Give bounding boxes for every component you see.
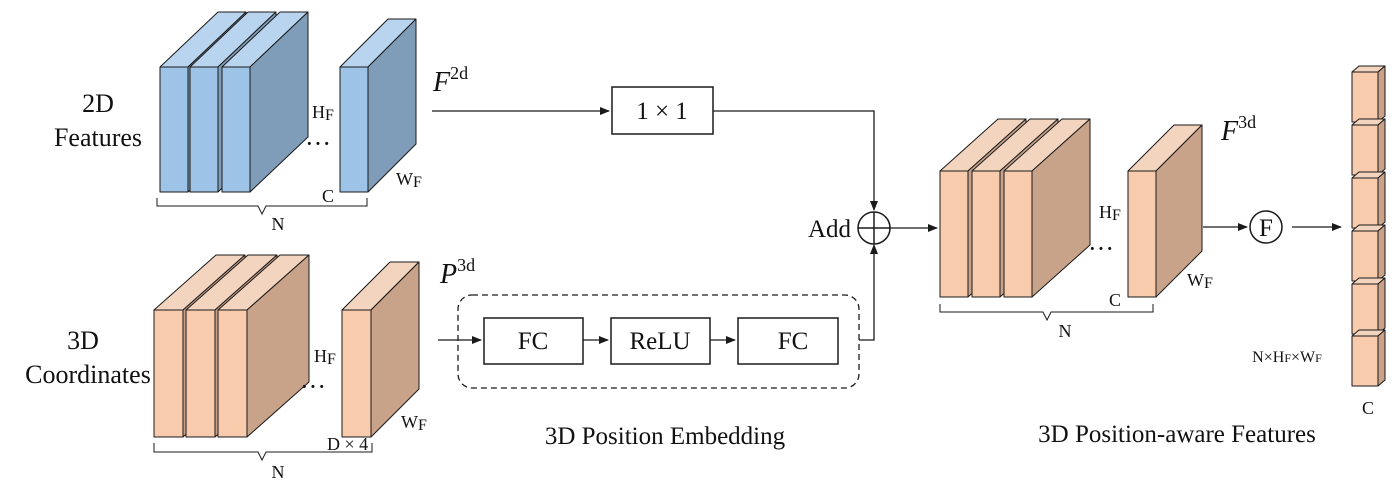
conv-branch: 1 × 1 bbox=[432, 86, 878, 211]
output-token-cube-front-face bbox=[1351, 71, 1379, 123]
flatten-block: F N×HF×WF C bbox=[1203, 65, 1386, 418]
features-2d-symbol: F2d bbox=[432, 63, 468, 98]
output-channel-label: C bbox=[1362, 398, 1374, 418]
features-3d-height-label: HF bbox=[1099, 202, 1121, 224]
embedding-caption: 3D Position Embedding bbox=[545, 423, 786, 450]
output-token-column bbox=[1351, 65, 1386, 387]
features-3d-slab-front-face bbox=[939, 170, 969, 298]
output-shape-label: N×HF×WF bbox=[1252, 349, 1322, 366]
coordinates-3d-brace bbox=[153, 443, 373, 462]
features-2d-block: 2D Features ··· HF WF C N F2d bbox=[54, 11, 468, 234]
features-2d-slab-front-face bbox=[159, 66, 189, 193]
features-2d-brace bbox=[156, 198, 368, 216]
flatten-label: F bbox=[1259, 215, 1273, 242]
output-token-cube-front-face bbox=[1351, 283, 1379, 335]
conv-1x1-box bbox=[611, 86, 714, 135]
arrow-conv-to-add bbox=[713, 110, 878, 211]
coordinates-3d-label-line2: Coordinates bbox=[25, 360, 151, 389]
output-token-cube bbox=[1351, 277, 1386, 335]
features-3d-symbol: F3d bbox=[1220, 112, 1256, 147]
features-3d-slab bbox=[1003, 118, 1091, 298]
relu-box bbox=[610, 317, 711, 365]
features-3d-width-label: WF bbox=[1187, 270, 1213, 292]
output-token-cube-side-face bbox=[1377, 171, 1386, 229]
features-3d-block: ··· HF WF C N F3d 3D Position-aware Feat… bbox=[939, 112, 1316, 448]
features-3d-brace bbox=[939, 304, 1154, 322]
features-2d-channel-label: C bbox=[322, 186, 334, 206]
coordinates-3d-slab-front-face bbox=[341, 309, 372, 438]
features-2d-slab-front-face bbox=[221, 66, 251, 193]
fc1-box bbox=[483, 317, 584, 365]
features-3d-ellipsis: ··· bbox=[1088, 234, 1114, 263]
coordinates-3d-block: 3D Coordinates ··· HF WF D × 4 N P3d bbox=[25, 254, 475, 482]
output-token-cube-front-face bbox=[1351, 124, 1379, 176]
features-3d-slab bbox=[1127, 124, 1203, 298]
features-2d-slab bbox=[339, 18, 417, 193]
output-token-cube-side-face bbox=[1377, 329, 1386, 387]
fc2-label: FC bbox=[778, 328, 809, 355]
features-2d-ellipsis: ··· bbox=[305, 129, 331, 158]
features-3d-slab-front-face bbox=[1003, 170, 1033, 298]
add-label: Add bbox=[808, 216, 852, 243]
output-token-cube bbox=[1351, 329, 1386, 387]
output-token-cube-side-face bbox=[1377, 65, 1386, 123]
features-2d-slab bbox=[221, 11, 309, 193]
coordinates-3d-slab bbox=[341, 261, 420, 438]
output-token-cube-side-face bbox=[1377, 277, 1386, 335]
features-3d-channel-label: C bbox=[1109, 290, 1121, 310]
features-3d-slab-front-face bbox=[971, 170, 1001, 298]
coordinates-3d-slab bbox=[217, 254, 310, 438]
output-token-cube-front-face bbox=[1351, 230, 1379, 282]
fc1-label: FC bbox=[518, 328, 549, 355]
output-token-cube bbox=[1351, 65, 1386, 123]
position-embedding-block: FC ReLU FC 3D Position Embedding bbox=[438, 244, 878, 450]
features-2d-width-label: WF bbox=[396, 169, 422, 191]
features-2d-label-line2: Features bbox=[54, 123, 142, 152]
output-token-cube-side-face bbox=[1377, 224, 1386, 282]
coordinates-3d-tensor-stack bbox=[153, 254, 420, 438]
coordinates-3d-ellipsis: ··· bbox=[300, 372, 326, 401]
arrow-embedding-to-add bbox=[859, 244, 878, 341]
features-2d-slab-front-face bbox=[339, 66, 369, 193]
features-3d-slab-front-face bbox=[1127, 170, 1157, 298]
features-3d-caption: 3D Position-aware Features bbox=[1038, 421, 1316, 448]
add-node: Add bbox=[808, 211, 938, 245]
coordinates-3d-height-label: HF bbox=[314, 346, 336, 368]
fc2-box bbox=[737, 317, 839, 365]
flatten-circle-icon bbox=[1249, 210, 1283, 244]
features-2d-tensor-stack bbox=[159, 11, 417, 193]
output-token-cube-front-face bbox=[1351, 335, 1379, 387]
output-token-cube-side-face bbox=[1377, 118, 1386, 176]
coordinates-3d-label-line1: 3D bbox=[67, 326, 99, 355]
coordinates-3d-depth-label: D × 4 bbox=[327, 434, 368, 454]
coordinates-3d-symbol: P3d bbox=[439, 255, 475, 290]
coordinates-3d-slab-front-face bbox=[217, 309, 248, 438]
features-2d-slab-front-face bbox=[189, 66, 219, 193]
features-3d-n-label: N bbox=[1059, 321, 1072, 341]
output-token-cube bbox=[1351, 118, 1386, 176]
coordinates-3d-slab-front-face bbox=[153, 309, 184, 438]
output-token-cube bbox=[1351, 224, 1386, 282]
features-3d-tensor-stack bbox=[939, 118, 1203, 298]
features-2d-height-label: HF bbox=[312, 102, 334, 124]
coordinates-3d-n-label: N bbox=[272, 462, 285, 482]
features-2d-n-label: N bbox=[272, 214, 285, 234]
output-token-cube bbox=[1351, 171, 1386, 229]
output-token-cube-front-face bbox=[1351, 177, 1379, 229]
conv-1x1-label: 1 × 1 bbox=[636, 98, 688, 125]
coordinates-3d-slab-front-face bbox=[185, 309, 216, 438]
coordinates-3d-width-label: WF bbox=[401, 412, 427, 434]
relu-label: ReLU bbox=[629, 328, 690, 355]
features-2d-label-line1: 2D bbox=[82, 89, 114, 118]
